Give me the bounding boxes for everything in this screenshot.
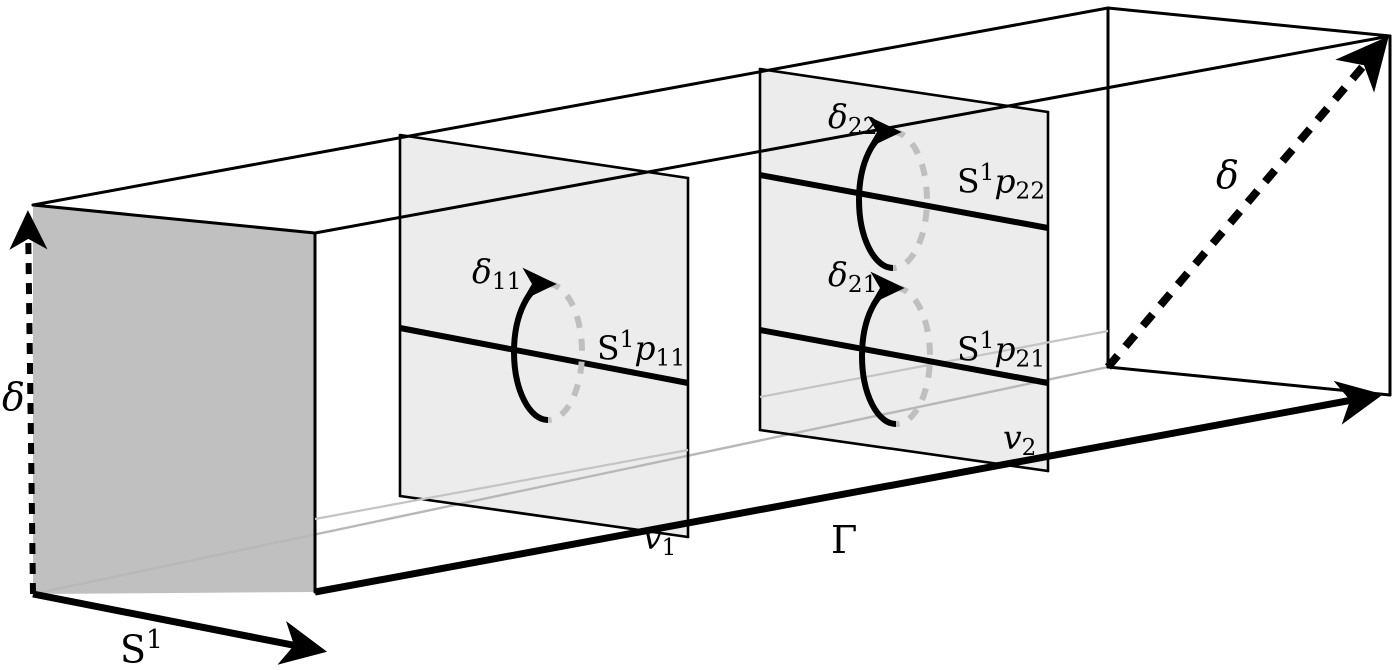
s1-axis-arrow <box>32 590 328 665</box>
label-vertex-v1: v1 <box>643 518 677 561</box>
top-face <box>33 8 1390 233</box>
dashed-arc-21 <box>895 285 933 427</box>
slab1-edge-top <box>398 133 690 180</box>
monodromy-circle-21 <box>859 271 933 427</box>
label-fiber-p22: S1p22 <box>957 160 1046 205</box>
fiber-line-p11 <box>399 325 689 386</box>
hidden-back-bottom-edge <box>32 365 1109 596</box>
label-delta-21: δ21 <box>828 255 878 298</box>
slab1-front-face <box>400 135 688 537</box>
slab1-hidden-bottom <box>314 448 689 521</box>
label-vertex-v2: v2 <box>1003 418 1037 461</box>
solid-arc-arrow-11 <box>511 267 557 423</box>
edge-top-front <box>313 34 1392 235</box>
delta-left-arrow <box>9 210 48 595</box>
s1-exponent: 1 <box>146 624 163 655</box>
solid-arc-arrow-21 <box>859 271 905 427</box>
s1-blackboard-S: S <box>120 627 147 670</box>
label-gamma-axis: Γ <box>831 518 858 562</box>
label-delta-22: δ22 <box>828 97 878 140</box>
slab2-edge-top <box>758 67 1050 114</box>
dashed-arc-22 <box>892 129 930 271</box>
fiber-line-p22 <box>759 172 1049 231</box>
gamma-axis-arrow <box>314 380 1384 596</box>
label-delta-right: δ <box>1216 153 1239 197</box>
label-s1-axis: S1 <box>120 624 163 670</box>
label-fiber-p11: S1p11 <box>597 327 686 372</box>
left-end-face <box>33 205 315 594</box>
delta-right-arrow <box>1104 35 1389 370</box>
edge-top-left <box>31 203 317 235</box>
solid-arc-arrow-22 <box>856 115 902 271</box>
label-delta-11: δ11 <box>472 252 522 295</box>
monodromy-circle-11 <box>511 267 585 423</box>
monodromy-circle-22 <box>856 115 930 271</box>
label-fiber-p21: S1p21 <box>957 328 1046 373</box>
dashed-arc-11 <box>547 281 585 423</box>
label-delta-left: δ <box>2 375 25 419</box>
fiber-line-p21 <box>759 327 1049 386</box>
edge-top-back <box>31 6 1110 207</box>
edge-top-right <box>1106 6 1392 38</box>
